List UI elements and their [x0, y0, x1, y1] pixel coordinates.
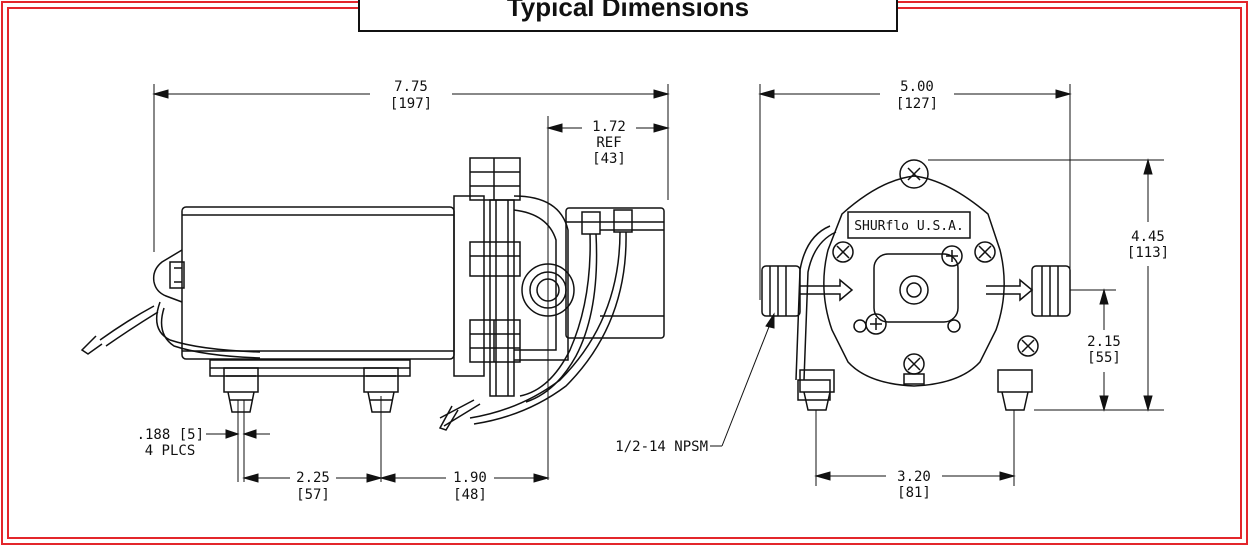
dim-mount-to-port-mm: [48]	[453, 487, 487, 503]
title-box: Typical Dimensions	[358, 0, 898, 32]
dim-mount-spacing-front-in: 3.20	[897, 469, 931, 485]
dim-port-height-mm: [55]	[1087, 350, 1121, 366]
dim-mount-hole-qty: 4 PLCS	[145, 443, 196, 459]
side-view-pump	[80, 157, 665, 431]
dim-mount-spacing-front-mm: [81]	[897, 485, 931, 501]
dim-mount-to-port-in: 1.90	[453, 470, 487, 486]
dim-front-height-in: 4.45	[1131, 229, 1165, 245]
dim-port-height-in: 2.15	[1087, 334, 1121, 350]
dim-port-offset-mm: [43]	[592, 151, 626, 167]
dim-mount-spacing-side-in: 2.25	[296, 470, 330, 486]
dim-overall-length-mm: [197]	[390, 96, 432, 112]
page-title: Typical Dimensions	[506, 0, 750, 22]
dim-mount-hole: .188 [5]	[137, 427, 204, 443]
front-view-pump	[761, 159, 1071, 411]
dim-front-width-in: 5.00	[900, 79, 934, 95]
brand-label: SHURflo U.S.A.	[854, 219, 964, 234]
dim-mount-spacing-side-mm: [57]	[296, 487, 330, 503]
dim-port-offset-ref: REF	[596, 135, 621, 151]
dim-port-offset-in: 1.72	[592, 119, 626, 135]
dim-front-width-mm: [127]	[896, 96, 938, 112]
dimension-lines	[152, 84, 1164, 486]
dim-overall-length-in: 7.75	[394, 79, 428, 95]
port-thread-callout: 1/2-14 NPSM	[615, 439, 708, 455]
dim-front-height-mm: [113]	[1127, 245, 1169, 261]
